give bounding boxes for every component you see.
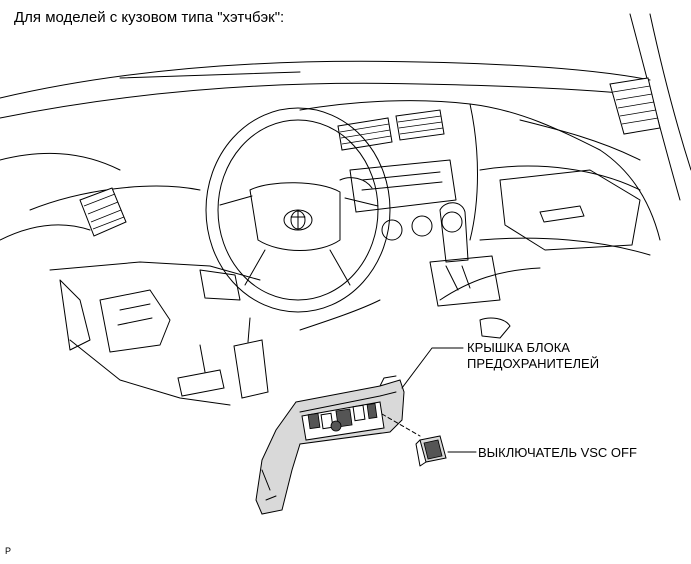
fuse-box-cover: [255, 375, 405, 515]
figure-heading: Для моделей с кузовом типа "хэтчбэк":: [14, 9, 285, 26]
center-stack: [349, 159, 463, 241]
glovebox: [499, 169, 641, 251]
air-vent-right: [609, 77, 661, 135]
fuse-box-cover-label-line2: ПРЕДОХРАНИТЕЛЕЙ: [467, 356, 600, 371]
fuse-box-cover-label: КРЫШКА БЛОКА ПРЕДОХРАНИТЕЛЕЙ: [467, 340, 599, 372]
air-vent-center: [337, 109, 445, 151]
dashboard-outline: [0, 13, 691, 406]
lower-dash: [59, 269, 241, 353]
leader-lines: [381, 347, 477, 453]
pedals: [177, 317, 269, 399]
steering-wheel: [205, 107, 391, 313]
gear-shifter: [429, 202, 511, 339]
air-vent-left: [79, 187, 127, 237]
vsc-off-switch: [415, 435, 447, 467]
corner-code: P: [5, 546, 12, 556]
vsc-off-switch-label: ВЫКЛЮЧАТЕЛЬ VSC OFF: [478, 445, 637, 460]
fuse-box-cover-label-line1: КРЫШКА БЛОКА: [467, 340, 570, 355]
